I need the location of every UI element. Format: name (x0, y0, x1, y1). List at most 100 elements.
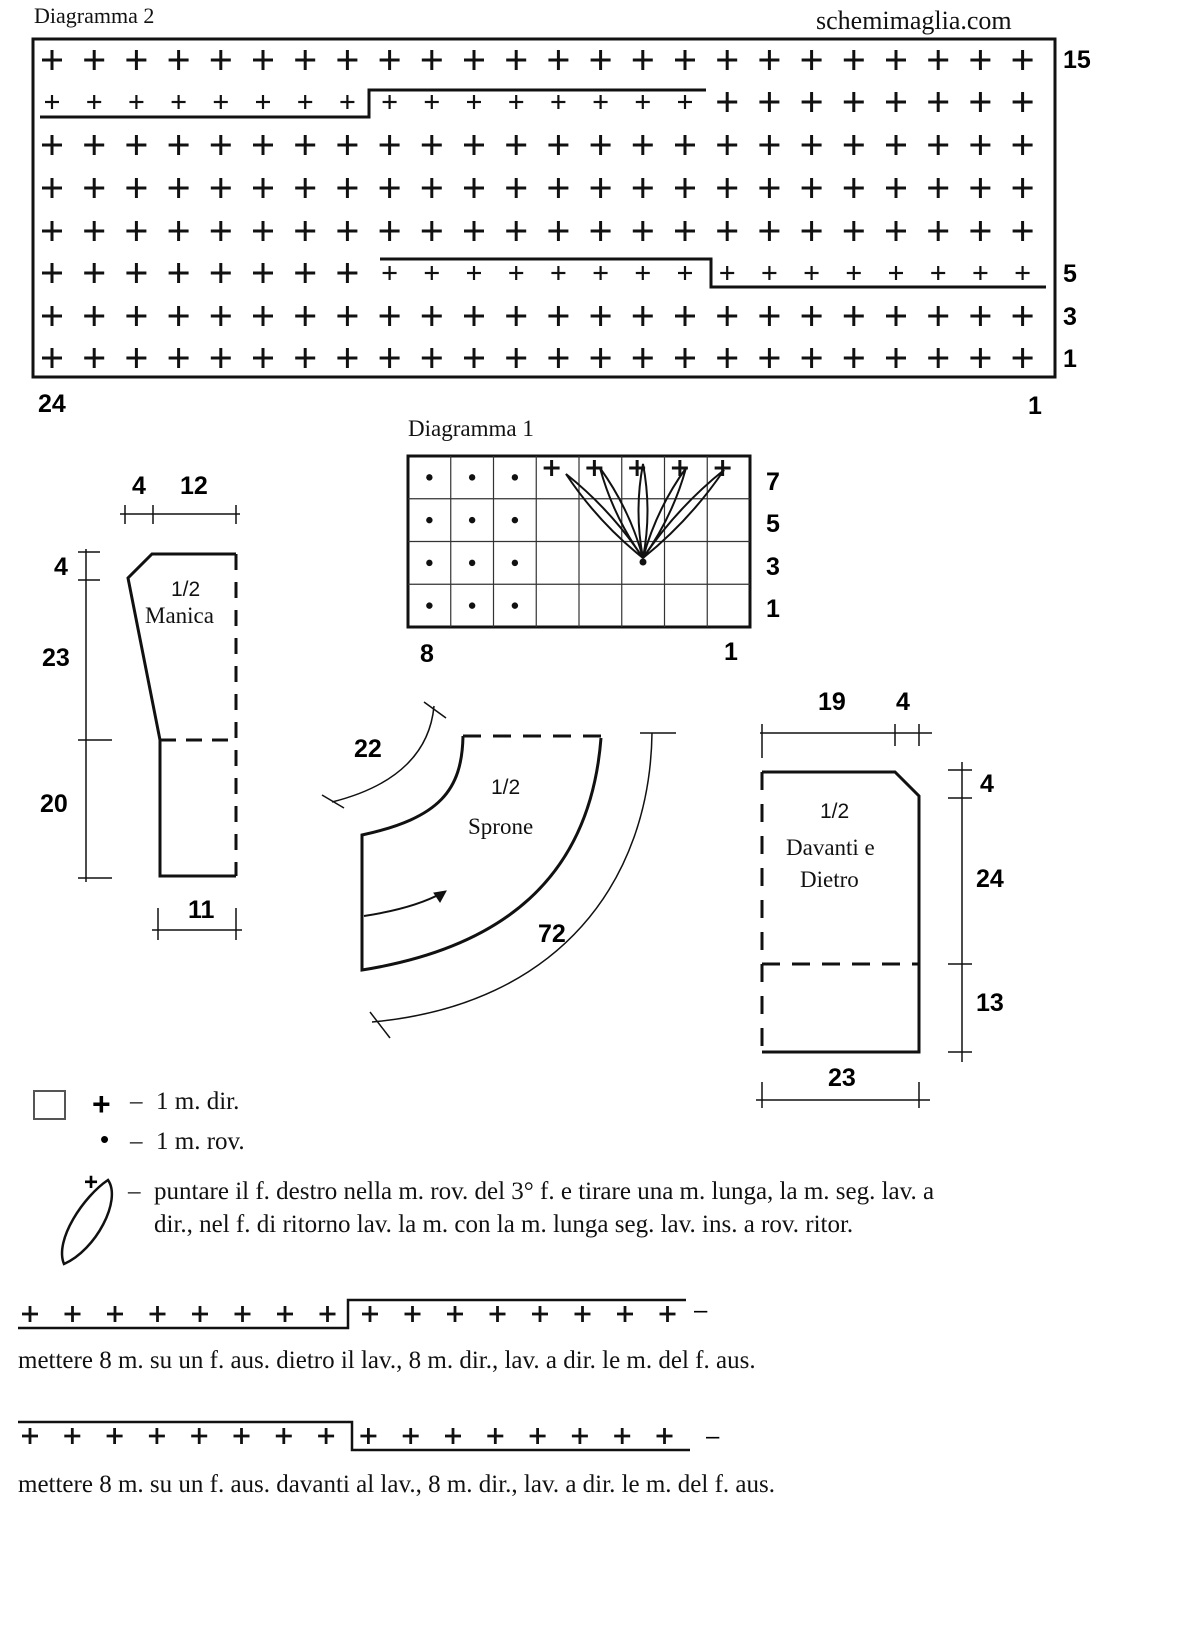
knit-symbol (506, 306, 527, 326)
knit-symbol (421, 135, 442, 155)
legend-cable-front-line (18, 1420, 690, 1452)
purl-dot (426, 516, 433, 524)
diagram2-frame (31, 37, 1057, 379)
davanti-label-line2: Dietro (800, 867, 859, 892)
diagram1-grid (406, 454, 752, 629)
diagram1-title: Diagramma 1 (408, 416, 534, 441)
long-stitch-leaf (637, 463, 649, 559)
knit-symbol (210, 135, 231, 155)
knit-symbol (970, 135, 991, 155)
knit-symbol (970, 50, 991, 70)
knit-symbol (1012, 50, 1033, 70)
diagram1-row-7: 7 (766, 468, 780, 496)
knit-symbol (506, 348, 527, 368)
long-stitch-leaf (599, 467, 644, 559)
knit-symbol (717, 221, 738, 241)
knit-symbol (379, 221, 400, 241)
purl-dot (426, 602, 433, 609)
knit-symbol (804, 266, 819, 280)
knit-symbol (295, 263, 316, 283)
knit-symbol (210, 50, 231, 70)
knit-symbol (928, 348, 949, 368)
knit-symbol (256, 95, 270, 109)
knit-symbol (720, 266, 735, 280)
sprone-label: Sprone (468, 814, 534, 839)
long-stitch-leaf (642, 467, 687, 559)
knit-symbol (759, 306, 780, 326)
purl-dot (511, 474, 519, 481)
diagram1-row-5: 5 (766, 510, 780, 538)
knit-symbol (1012, 178, 1033, 198)
knit-symbol (675, 178, 695, 198)
knit-symbol (1012, 135, 1033, 155)
knit-symbol (424, 95, 439, 109)
knit-symbol (551, 266, 566, 280)
knit-symbol (253, 50, 273, 70)
knit-symbol (42, 178, 62, 198)
knit-symbol (970, 92, 991, 112)
knit-symbol (84, 306, 105, 326)
diagram1-row-3: 3 (766, 553, 780, 581)
davanti-dim-top-b: 4 (896, 688, 910, 716)
knit-symbol (42, 306, 62, 326)
legend-rov-dash: – (130, 1128, 143, 1155)
knit-symbol (846, 266, 861, 280)
knit-symbol (617, 1306, 633, 1322)
knit-symbol (548, 135, 569, 155)
legend-dir-text: 1 m. dir. (156, 1088, 240, 1115)
knit-symbol (126, 178, 147, 198)
legend-cable-front-text: mettere 8 m. su un f. aus. davanti al la… (18, 1471, 775, 1498)
knit-symbol (421, 306, 442, 326)
diagram2-col-24: 24 (38, 390, 66, 418)
knit-symbol (337, 178, 358, 198)
manica-dim-left-low: 20 (40, 790, 68, 818)
knit-symbol (337, 348, 358, 368)
knit-symbol (759, 348, 780, 368)
knit-symbol (42, 221, 62, 241)
diagram1-col-8: 8 (420, 640, 434, 668)
legend-long-stitch-icon: + (60, 1169, 114, 1266)
diagram2-cable-back (40, 88, 706, 119)
diagram1-col-1: 1 (724, 638, 738, 666)
knit-symbol (635, 266, 650, 280)
knit-symbol (590, 221, 611, 241)
knit-symbol (148, 1428, 165, 1444)
diagram1-row-1: 1 (766, 595, 780, 623)
knit-symbol (548, 221, 569, 241)
knit-symbol (506, 178, 527, 198)
knit-symbol (593, 266, 608, 280)
knit-symbol (87, 95, 102, 109)
knit-symbol (149, 1306, 166, 1322)
knit-symbol (717, 306, 738, 326)
knit-symbol (590, 348, 611, 368)
knit-symbol (171, 95, 186, 109)
knit-symbol (107, 1306, 123, 1322)
knit-symbol (801, 50, 822, 70)
knit-symbol (506, 221, 527, 241)
knit-symbol (717, 92, 738, 112)
knit-symbol (464, 306, 484, 326)
legend-dir-dash: – (130, 1088, 143, 1115)
knit-symbol (253, 221, 273, 241)
davanti-dim-right-top: 4 (980, 770, 994, 798)
knit-symbol (84, 50, 105, 70)
davanti-dim-bottom: 23 (828, 1064, 856, 1092)
purl-dot (511, 516, 519, 524)
knit-symbol (253, 348, 273, 368)
knit-symbol (656, 1428, 673, 1444)
legend-empty-square-icon (33, 1090, 66, 1120)
knit-symbol (191, 1428, 208, 1444)
knit-symbol (506, 50, 527, 70)
knit-symbol (1012, 221, 1033, 241)
knit-symbol (635, 95, 650, 109)
knit-symbol (382, 95, 397, 109)
knit-symbol (402, 1428, 419, 1444)
legend-cable-back-text: mettere 8 m. su un f. aus. dietro il lav… (18, 1347, 756, 1374)
knit-symbol (593, 95, 608, 109)
purl-dot (468, 559, 476, 567)
knit-symbol (421, 221, 442, 241)
knit-symbol (337, 263, 358, 283)
knit-symbol (590, 306, 611, 326)
knit-symbol (253, 306, 273, 326)
knit-symbol (548, 50, 569, 70)
